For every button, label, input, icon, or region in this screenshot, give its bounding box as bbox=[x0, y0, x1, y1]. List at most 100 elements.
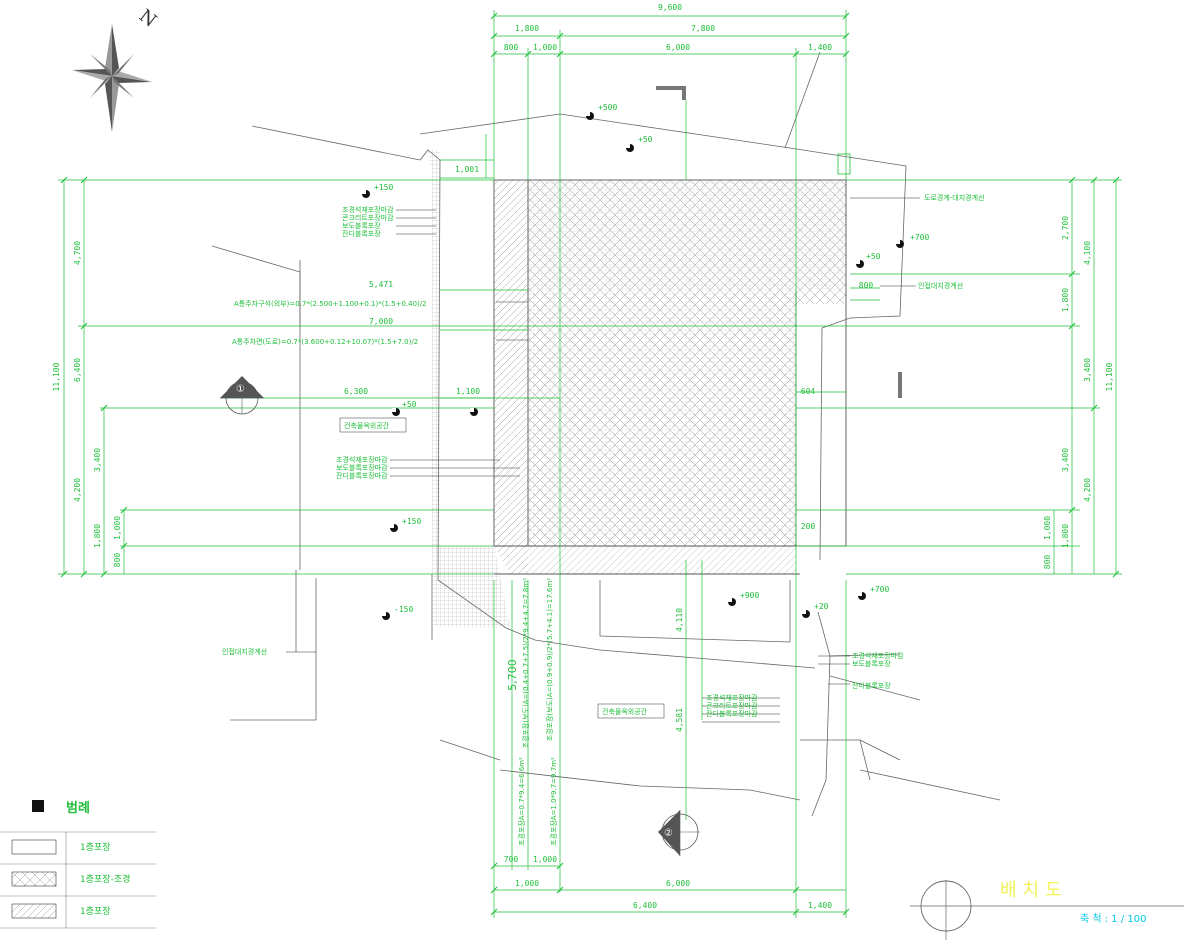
dim-bottom-row1-a: 700 bbox=[504, 855, 519, 864]
dim-inner-2: 5,471 bbox=[369, 280, 393, 289]
outdoor-space-label: 건축물옥외공간 bbox=[344, 421, 390, 430]
dim-right-row3-d: 1,000 bbox=[1043, 516, 1052, 540]
dim-right-small: 800 bbox=[1043, 555, 1052, 570]
note-stack-3: 조경석재포장마감 콘크리트포장마감 잔디블록포장마감 bbox=[706, 693, 758, 718]
note-line: 잔디블록포장 bbox=[852, 681, 891, 690]
title-block: 배치도 축 척 : 1 / 100 bbox=[910, 880, 1184, 940]
dim-top-row3-c: 6,000 bbox=[666, 43, 690, 52]
note-road-boundary: 도로경계-대지경계선 bbox=[924, 193, 985, 202]
vertical-note-4: 조경포장A=1.0*9.7=9.7m² bbox=[549, 757, 558, 846]
level-label: +700 bbox=[870, 585, 889, 594]
dim-inner-3: 7,000 bbox=[369, 317, 393, 326]
dim-bottom-row3-b: 1,400 bbox=[808, 901, 832, 910]
dim-bottom-row2-b: 6,000 bbox=[666, 879, 690, 888]
section-label: ① bbox=[236, 384, 245, 395]
dim-top-row3-b: 1,000 bbox=[533, 43, 557, 52]
legend-title: 범례 bbox=[66, 800, 90, 816]
section-label: ② bbox=[664, 828, 673, 839]
dim-right-row3-b: 1,800 bbox=[1061, 288, 1070, 312]
legend-item-label: 1층포장-조경 bbox=[80, 873, 130, 885]
level-label: +50 bbox=[866, 252, 881, 261]
note-stack-4: 조경석재포장마감 보도블록포장 잔디블록포장 bbox=[852, 651, 904, 690]
dim-right-row2-a: 4,100 bbox=[1083, 241, 1092, 265]
dim-top-row3-a: 800 bbox=[504, 43, 519, 52]
dim-left-row3-a: 3,400 bbox=[93, 448, 102, 472]
note-parking-area-2: A통주차면(도로)=0.7*(3.600+0.12+10.07)*(1.5+7.… bbox=[232, 337, 418, 346]
dim-top-row3-d: 1,400 bbox=[808, 43, 832, 52]
note-line: 보도블록포장 bbox=[852, 659, 891, 668]
vertical-note-2: 조경포장(보도)A=(0.9+0.9)/2*(5.7+4.1)=17.6m² bbox=[545, 578, 554, 742]
note-line: 조경석재포장마감 bbox=[336, 455, 388, 464]
note-line: 콘크리트포장마감 bbox=[342, 213, 394, 222]
dim-inner-11: 200 bbox=[801, 522, 816, 531]
dim-left-row4-b: 1,000 bbox=[113, 516, 122, 540]
outdoor-space-label: 건축물옥외공간 bbox=[602, 707, 648, 716]
dim-inner-9: 604 bbox=[801, 387, 816, 396]
level-label: +900 bbox=[740, 591, 759, 600]
outdoor-space-box bbox=[339, 417, 407, 433]
dim-right-row3-c: 3,400 bbox=[1061, 448, 1070, 472]
note-line: 보도블록포장마감 bbox=[336, 463, 388, 472]
level-label: +500 bbox=[598, 103, 617, 112]
dim-bottom-row3-a: 6,400 bbox=[633, 901, 657, 910]
dim-inner-6: 5,700 bbox=[506, 659, 519, 691]
dim-left-row2-a: 4,700 bbox=[73, 241, 82, 265]
dim-right-overall: 11,100 bbox=[1105, 362, 1114, 391]
vertical-note-3: 조경포장A=0.7*9.4=6.6m² bbox=[517, 757, 526, 846]
level-label: +50 bbox=[402, 400, 417, 409]
level-label: +150 bbox=[402, 517, 421, 526]
note-adjacent-boundary-left: 인접대지경계선 bbox=[222, 647, 267, 656]
north-arrow-icon: N bbox=[72, 5, 160, 132]
drawing-title: 배치도 bbox=[1000, 880, 1068, 901]
note-line: 잔디블록포장마감 bbox=[706, 709, 758, 718]
note-line: 보도블록포장 bbox=[342, 221, 381, 230]
note-stack-1: 조경석재포장마감 콘크리트포장마감 보도블록포장 잔디블록포장 bbox=[342, 205, 394, 238]
dim-inner-5: 1,100 bbox=[456, 387, 480, 396]
dimension-ticks bbox=[60, 12, 1120, 916]
section-marker-2: ② bbox=[658, 810, 700, 856]
dim-left-row3-b: 4,200 bbox=[73, 478, 82, 502]
dim-left-small: 800 bbox=[113, 553, 122, 568]
note-line: 조경석재포장마감 bbox=[342, 205, 394, 214]
level-label: +700 bbox=[910, 233, 929, 242]
dim-left-overall: 11,100 bbox=[52, 362, 61, 391]
vertical-note-1: 조경포장(보도)A=(0.4+0.7+7.5)/2*9.4+4.7=7.8m² bbox=[521, 578, 530, 749]
dim-bottom-row2-a: 1,000 bbox=[515, 879, 539, 888]
dim-inner-4: 6,300 bbox=[344, 387, 368, 396]
dim-left-row4-a: 1,800 bbox=[93, 524, 102, 548]
level-markers bbox=[362, 112, 904, 620]
note-adjacent-boundary-right: 인접대지경계선 bbox=[918, 281, 963, 290]
dim-inner-10: 800 bbox=[859, 281, 874, 290]
hatched-area-side-strip bbox=[428, 150, 796, 628]
dim-right-row2-c: 4,200 bbox=[1083, 478, 1092, 502]
structure-accent-bars bbox=[656, 86, 902, 398]
outdoor-space-box bbox=[597, 703, 665, 719]
dim-top-row2-a: 1,800 bbox=[515, 24, 539, 33]
note-line: 잔디블록포장마감 bbox=[336, 471, 388, 480]
level-label: +20 bbox=[814, 602, 829, 611]
note-stack-2: 조경석재포장마감 보도블록포장마감 잔디블록포장마감 bbox=[336, 455, 388, 480]
note-line: 콘크리트포장마감 bbox=[706, 701, 758, 710]
dim-right-row3-a: 2,700 bbox=[1061, 216, 1070, 240]
section-marker-1: ① bbox=[220, 376, 264, 415]
legend-swatch-crosshatch bbox=[11, 871, 57, 887]
note-line: 조경석재포장마감 bbox=[706, 693, 758, 702]
legend-swatch-plain bbox=[11, 839, 57, 855]
dim-inner-8: 4,581 bbox=[675, 708, 684, 732]
legend-bullet-icon bbox=[32, 800, 44, 812]
note-line: 잔디블록포장 bbox=[342, 229, 381, 238]
hatched-area-building bbox=[528, 180, 846, 546]
dim-right-row3-e: 1,800 bbox=[1061, 524, 1070, 548]
legend: 범례 1층포장 1층포장-조경 1층포장 bbox=[0, 800, 156, 929]
legend-item-label: 1층포장 bbox=[80, 842, 111, 853]
north-label: N bbox=[135, 5, 160, 31]
dimension-lines bbox=[58, 10, 1122, 918]
level-label: +50 bbox=[638, 135, 653, 144]
note-line: 조경석재포장마감 bbox=[852, 651, 904, 660]
drawing-scale: 축 척 : 1 / 100 bbox=[1080, 913, 1146, 925]
note-parking-area-1: A통주차구석(외부)=0.7*(2.500+1.100+0.1)*(1.5+0.… bbox=[234, 299, 427, 308]
dim-inner-7: 4,110 bbox=[675, 608, 684, 632]
dim-top-row2-b: 7,800 bbox=[691, 24, 715, 33]
level-label: +150 bbox=[374, 183, 393, 192]
level-label: -150 bbox=[394, 605, 413, 614]
